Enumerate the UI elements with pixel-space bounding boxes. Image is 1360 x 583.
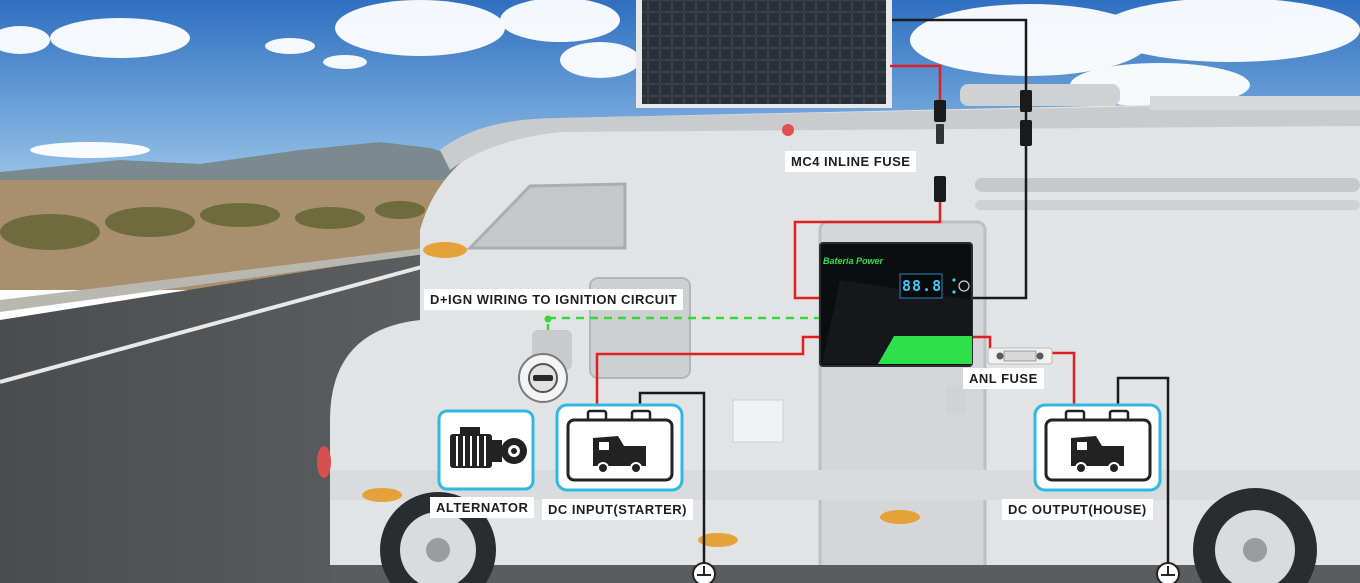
mountains [0, 142, 470, 185]
alternator-label: ALTERNATOR [430, 497, 535, 518]
anl-fuse-label: ANL FUSE [963, 368, 1044, 389]
mc4-fuse-label: MC4 INLINE FUSE [785, 151, 917, 172]
battery-camper-icon [1033, 403, 1162, 492]
ignition-label: D+IGN WIRING TO IGNITION CIRCUIT [424, 289, 684, 310]
clouds [0, 0, 1360, 158]
ground-icon [692, 562, 716, 583]
roof-ac [960, 84, 1120, 106]
dc-output-label: DC OUTPUT(HOUSE) [1002, 499, 1153, 520]
wheels [380, 488, 1317, 583]
charger-display: 88.8 [902, 277, 943, 295]
cab-window [466, 182, 627, 250]
road-line [0, 260, 441, 384]
road-shoulder [0, 246, 440, 312]
mc4-fuse-icon [934, 90, 1032, 202]
shrubs [0, 201, 425, 250]
ground-icon [1156, 562, 1180, 583]
charger-icon [819, 242, 973, 367]
battery-camper-icon [555, 403, 684, 492]
alternator-icon [437, 409, 535, 491]
dc-input-label: DC INPUT(STARTER) [542, 499, 693, 520]
charger-brand: Bateria Power [823, 256, 884, 266]
anl-fuse-icon [987, 347, 1053, 365]
ignition-switch-icon [518, 330, 572, 403]
positive-wires [595, 64, 1076, 414]
solar-panel-icon [636, 0, 892, 108]
